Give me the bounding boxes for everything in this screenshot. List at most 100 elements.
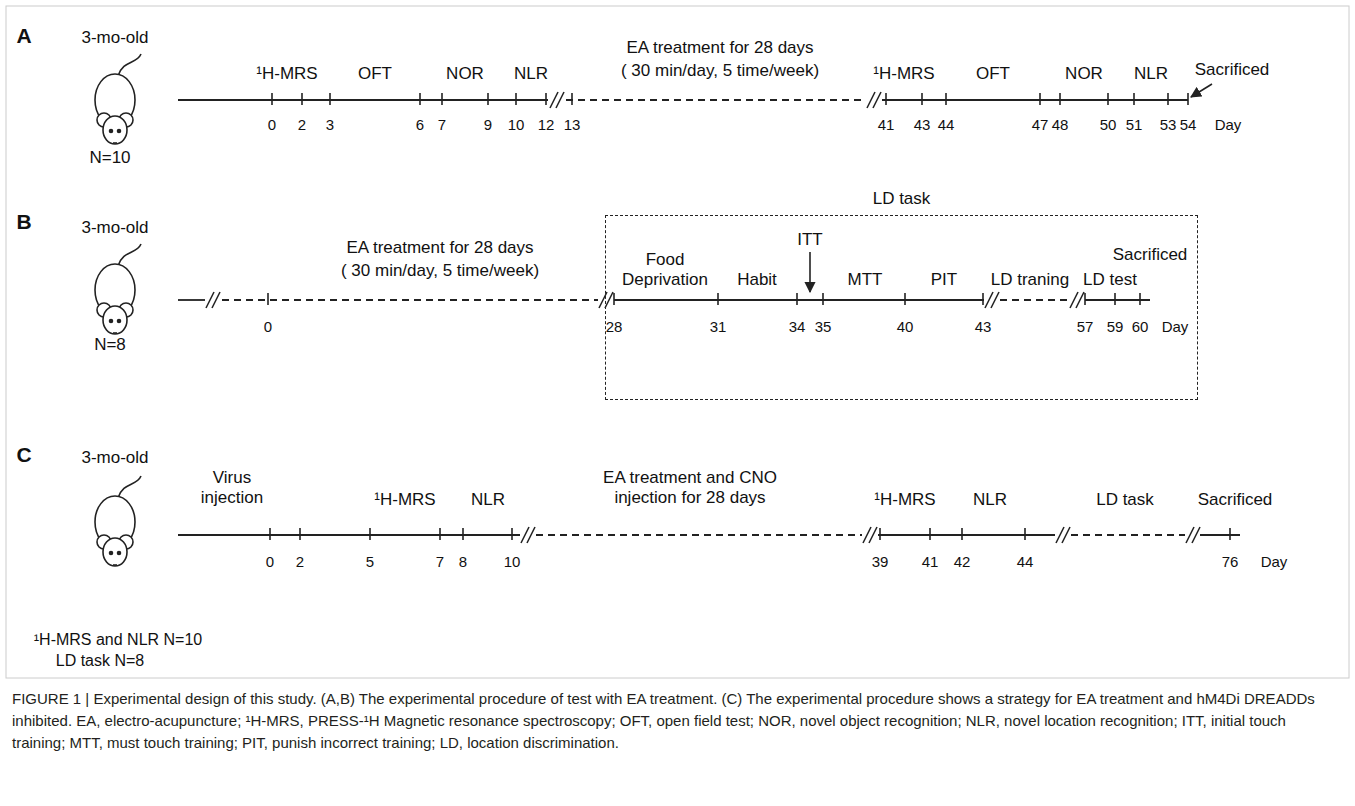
- axis-tick: [439, 528, 441, 540]
- timeline-label: PIT: [931, 270, 957, 290]
- axis-tick: [717, 293, 719, 305]
- day-number: 13: [564, 116, 581, 134]
- day-number: 59: [1107, 318, 1124, 336]
- timeline-label: ¹H-MRS: [873, 64, 934, 84]
- timeline-label: NLR: [1134, 64, 1168, 84]
- axis-tick: [1107, 93, 1109, 105]
- timeline-label: NLR: [973, 490, 1007, 510]
- axis-tick: [441, 93, 443, 105]
- axis-tick: [961, 528, 963, 540]
- panel-letter: C: [16, 442, 31, 467]
- task-bracket-box: LD task: [605, 215, 1198, 400]
- axis-break: [212, 292, 220, 308]
- timeline: [178, 92, 1188, 108]
- axis-tick: [982, 293, 984, 305]
- dashed-axis: [566, 99, 866, 101]
- pointer-arrow: [1191, 84, 1212, 97]
- timeline-label: EA treatment for 28 days: [346, 238, 533, 258]
- day-number: 2: [296, 553, 304, 571]
- axis-break: [991, 292, 999, 308]
- timeline-label: OFT: [358, 64, 392, 84]
- axis-break: [605, 292, 613, 308]
- day-number: 35: [815, 318, 832, 336]
- axis-tick: [267, 293, 269, 305]
- axis-tick: [1039, 93, 1041, 105]
- axis-line: [1200, 534, 1240, 536]
- axis-tick: [1133, 93, 1135, 105]
- day-number: 44: [1017, 553, 1034, 571]
- day-number: 48: [1052, 116, 1069, 134]
- axis-tick: [885, 93, 887, 105]
- timeline-label: 3-mo-old: [81, 218, 148, 238]
- day-number: 34: [789, 318, 806, 336]
- axis-break: [873, 92, 881, 108]
- timeline-label: EA treatment and CNO injection for 28 da…: [585, 468, 795, 509]
- axis-tick: [487, 93, 489, 105]
- day-number: Day: [1162, 318, 1189, 336]
- timeline-label: NOR: [1065, 64, 1103, 84]
- axis-tick: [904, 293, 906, 305]
- day-number: 2: [298, 116, 306, 134]
- axis-tick: [1059, 93, 1061, 105]
- axis-tick: [271, 93, 273, 105]
- figure-caption: FIGURE 1 | Experimental design of this s…: [12, 688, 1342, 754]
- axis-tick: [571, 93, 573, 105]
- day-number: 5: [366, 553, 374, 571]
- timeline-label: ( 30 min/day, 5 time/week): [341, 261, 539, 281]
- axis-tick: [419, 93, 421, 105]
- day-number: 54: [1180, 116, 1197, 134]
- timeline-label: NOR: [446, 64, 484, 84]
- day-number: 41: [878, 116, 895, 134]
- axis-tick: [929, 528, 931, 540]
- day-number: 8: [459, 553, 467, 571]
- axis-tick: [796, 293, 798, 305]
- day-number: Day: [1261, 553, 1288, 571]
- timeline-label: NLR: [471, 490, 505, 510]
- axis-tick: [822, 293, 824, 305]
- timeline-label: ¹H-MRS: [256, 64, 317, 84]
- timeline-label: Sacrificed: [1195, 60, 1270, 80]
- dashed-axis: [1071, 534, 1185, 536]
- day-number: 42: [954, 553, 971, 571]
- timeline: [178, 292, 1150, 308]
- day-number: 7: [436, 553, 444, 571]
- day-number: 47: [1032, 116, 1049, 134]
- day-number: 43: [914, 116, 931, 134]
- day-number: 0: [268, 116, 276, 134]
- timeline-label: Virus injection: [191, 468, 273, 509]
- day-number: 44: [938, 116, 955, 134]
- axis-tick: [1167, 93, 1169, 105]
- day-number: 51: [1126, 116, 1143, 134]
- axis-tick: [1187, 93, 1189, 105]
- pointer-arrow: [809, 252, 811, 292]
- axis-line: [178, 99, 548, 101]
- panel-letter: A: [16, 23, 31, 48]
- day-number: 12: [538, 116, 555, 134]
- timeline-label: ¹H-MRS: [874, 490, 935, 510]
- box-heading: LD task: [873, 189, 931, 209]
- axis-tick: [511, 528, 513, 540]
- axis-tick: [1114, 293, 1116, 305]
- day-number: 28: [606, 318, 623, 336]
- axis-tick: [1229, 528, 1231, 540]
- timeline-label: ( 30 min/day, 5 time/week): [621, 61, 819, 81]
- timeline-label: N=10: [89, 148, 130, 168]
- day-number: 10: [504, 553, 521, 571]
- axis-tick: [301, 93, 303, 105]
- axis-line: [878, 534, 1055, 536]
- timeline-label: LD traning: [991, 270, 1069, 290]
- axis-break: [556, 92, 564, 108]
- timeline-label: ¹H-MRS and NLR N=10: [34, 630, 203, 649]
- day-number: 53: [1160, 116, 1177, 134]
- timeline-label: EA treatment for 28 days: [626, 38, 813, 58]
- day-number: Day: [1215, 116, 1242, 134]
- axis-tick: [369, 528, 371, 540]
- axis-line: [178, 299, 205, 301]
- timeline-label: Habit: [737, 270, 777, 290]
- axis-tick: [879, 528, 881, 540]
- timeline-label: MTT: [848, 270, 883, 290]
- figure-frame: [6, 6, 1349, 678]
- day-number: 39: [872, 553, 889, 571]
